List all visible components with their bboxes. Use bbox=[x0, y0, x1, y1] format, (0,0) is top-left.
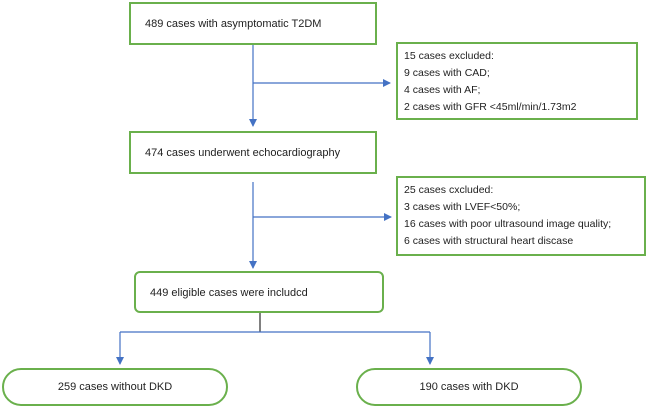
eligible-box: 449 eligible cases were includcd bbox=[134, 271, 384, 313]
start-box: 489 cases with asymptomatic T2DM bbox=[129, 2, 377, 45]
group-b-box: 190 cases with DKD bbox=[356, 368, 582, 406]
exclusion1-box: 15 cases excluded: 9 cases with CAD; 4 c… bbox=[396, 42, 638, 120]
group-a-text: 259 cases without DKD bbox=[57, 381, 173, 393]
exclusion1-title: 15 cases excluded: bbox=[404, 50, 494, 62]
exclusion2-item: 6 cases with structural heart discase bbox=[404, 235, 574, 247]
exclusion2-item: 16 cases with poor ultrasound image qual… bbox=[404, 218, 612, 230]
echo-box: 474 cases underwent echocardiography bbox=[129, 131, 377, 174]
echo-text: 474 cases underwent echocardiography bbox=[145, 147, 341, 159]
exclusion2-item: 3 cases with LVEF<50%; bbox=[404, 201, 521, 213]
group-b-text: 190 cases with DKD bbox=[419, 381, 519, 393]
start-text: 489 cases with asymptomatic T2DM bbox=[145, 18, 322, 30]
exclusion1-item: 2 cases with GFR <45ml/min/1.73m2 bbox=[404, 101, 577, 113]
exclusion2-title: 25 cases cxcluded: bbox=[404, 184, 494, 196]
exclusion1-item: 4 cases with AF; bbox=[404, 84, 481, 96]
group-a-box: 259 cases without DKD bbox=[2, 368, 228, 406]
exclusion1-item: 9 cases with CAD; bbox=[404, 67, 490, 79]
eligible-text: 449 eligible cases were includcd bbox=[150, 287, 308, 299]
exclusion2-box: 25 cases cxcluded: 3 cases with LVEF<50%… bbox=[396, 176, 646, 256]
